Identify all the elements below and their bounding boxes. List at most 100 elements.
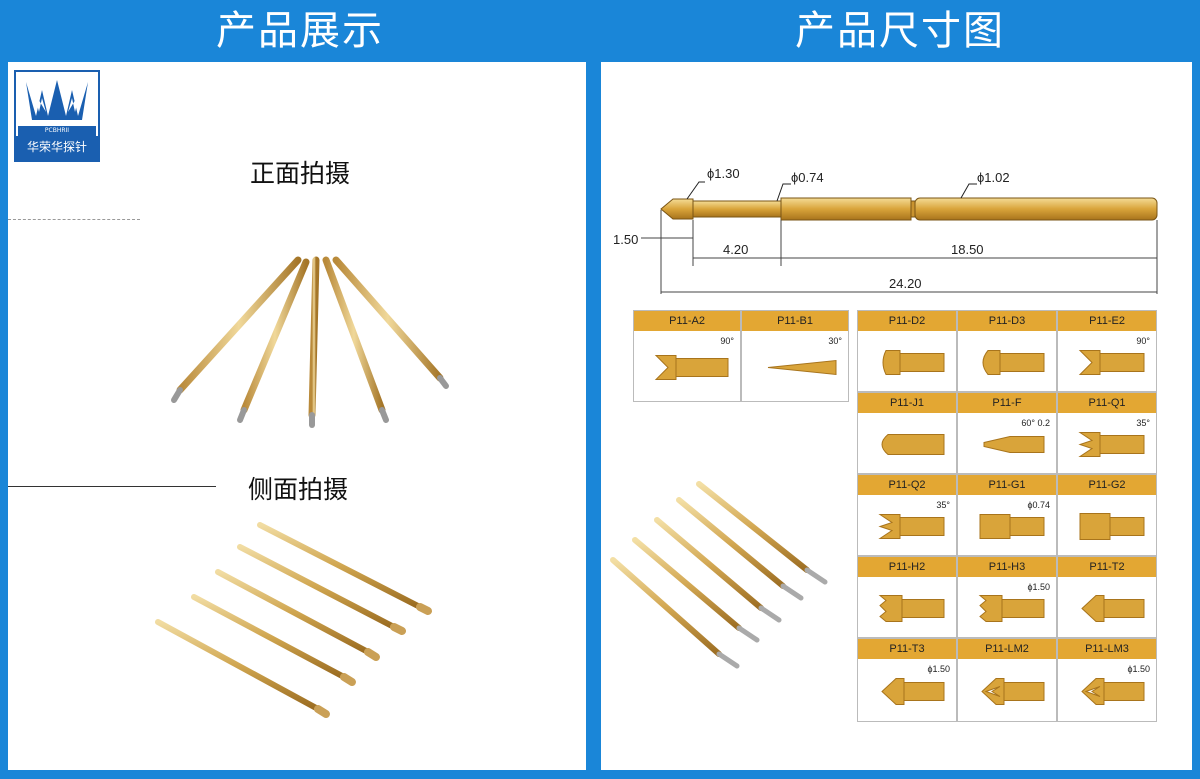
front-view-pins-image [171, 256, 449, 428]
tip-cell-p11-b1: P11-B1 30° [741, 310, 849, 402]
tip-cell-label: P11-F [958, 393, 1056, 413]
tip-shape-icon: ϕ1.50 [978, 582, 1050, 622]
tip-cell-p11-f: P11-F 60° 0.2 [957, 392, 1057, 474]
tip-cell-label: P11-A2 [634, 311, 740, 331]
tip-cell-label: P11-H2 [858, 557, 956, 577]
tip-cell-note: 60° 0.2 [1021, 418, 1050, 428]
tip-shape-drawing [858, 578, 956, 637]
tip-cell-p11-lm3: P11-LM3 ϕ1.50 [1057, 638, 1157, 722]
tip-shape-icon: 35° [878, 500, 950, 539]
tip-shape-drawing: 30° [742, 332, 848, 401]
tip-cell-p11-q1: P11-Q1 35° [1057, 392, 1157, 474]
logo-company-name: 华荣华探针 [16, 136, 98, 160]
tip-cell-p11-h2: P11-H2 [857, 556, 957, 638]
tip-shape-drawing: 35° [1058, 414, 1156, 473]
logo-band-text: PCBHRII [18, 126, 96, 136]
crown-logo-icon [26, 80, 88, 120]
tip-cell-label: P11-D3 [958, 311, 1056, 331]
tip-cell-label: P11-Q2 [858, 475, 956, 495]
tip-shape-icon: 90° [654, 336, 734, 380]
tip-cell-label: P11-H3 [958, 557, 1056, 577]
side-view-pins-image [155, 522, 432, 718]
tip-cell-note: 30° [828, 336, 842, 346]
total-length-label: 24.20 [889, 276, 922, 291]
tip-cell-note: ϕ1.50 [1027, 582, 1050, 592]
tip-shape-icon: 90° [1078, 336, 1150, 375]
tip-shape-icon [882, 350, 945, 375]
tip-shape-drawing: ϕ1.50 [958, 578, 1056, 637]
tip-cell-label: P11-LM2 [958, 639, 1056, 659]
tip-cell-p11-q2: P11-Q2 35° [857, 474, 957, 556]
tip-cell-note: ϕ0.74 [1027, 500, 1050, 510]
tip-cell-p11-d3: P11-D3 [957, 310, 1057, 392]
front-caption: 正面拍摄 [250, 159, 351, 188]
divider-line [8, 486, 216, 487]
tip-cell-label: P11-E2 [1058, 311, 1156, 331]
tip-cell-label: P11-G1 [958, 475, 1056, 495]
tip-shape-icon [981, 678, 1045, 705]
tip-shape-icon: ϕ1.50 [881, 664, 950, 705]
tip-cell-label: P11-J1 [858, 393, 956, 413]
tip-shape-icon [982, 350, 1045, 375]
tip-cell-note: ϕ1.50 [1127, 664, 1150, 674]
tip-cell-note: 90° [720, 336, 734, 346]
tip-cell-label: P11-D2 [858, 311, 956, 331]
tip-shape-icon [878, 595, 945, 622]
tip-cell-p11-t2: P11-T2 [1057, 556, 1157, 638]
tip-cell-p11-d2: P11-D2 [857, 310, 957, 392]
tip-shape-icon: 60° 0.2 [983, 418, 1050, 453]
tip-cell-p11-h3: P11-H3 ϕ1.50 [957, 556, 1057, 638]
tip-diameter-label: ϕ1.30 [707, 166, 740, 181]
tip-length-label: 1.50 [613, 232, 638, 247]
product-dimension-panel: ϕ1.30 ϕ0.74 ϕ1.02 1.50 4.20 18.50 24.20 … [601, 62, 1192, 770]
tip-shape-icon [881, 434, 945, 455]
tip-cell-label: P11-T2 [1058, 557, 1156, 577]
tip-shape-icon [1081, 595, 1145, 622]
tip-cell-label: P11-G2 [1058, 475, 1156, 495]
tip-cell-p11-g2: P11-G2 [1057, 474, 1157, 556]
tip-shape-icon: 30° [767, 336, 842, 376]
tip-shape-drawing [858, 414, 956, 473]
tip-cell-note: ϕ1.50 [927, 664, 950, 674]
tip-shape-drawing: 35° [858, 496, 956, 555]
tip-cell-label: P11-Q1 [1058, 393, 1156, 413]
barrel-length-label: 18.50 [951, 242, 984, 257]
tip-shape-drawing: 90° [634, 332, 740, 401]
tip-cell-p11-e2: P11-E2 90° [1057, 310, 1157, 392]
tip-cell-p11-g1: P11-G1 ϕ0.74 [957, 474, 1057, 556]
pins-product-image [610, 481, 828, 669]
tip-cell-label: P11-LM3 [1058, 639, 1156, 659]
tip-shape-drawing: 90° [1058, 332, 1156, 391]
left-header: 产品展示 [216, 8, 384, 54]
tip-cell-label: P11-B1 [742, 311, 848, 331]
neck-diameter-label: ϕ0.74 [791, 170, 824, 185]
dimension-drawing: ϕ1.30 ϕ0.74 ϕ1.02 1.50 4.20 18.50 24.20 [613, 166, 1158, 294]
tip-cell-note: 90° [1136, 336, 1150, 346]
tip-cell-p11-lm2: P11-LM2 [957, 638, 1057, 722]
side-caption: 侧面拍摄 [248, 475, 349, 504]
tip-cell-note: 35° [936, 500, 950, 510]
barrel-diameter-label: ϕ1.02 [977, 170, 1010, 185]
brand-logo: PCBHRII 华荣华探针 [14, 70, 100, 162]
tip-shape-drawing [1058, 578, 1156, 637]
tip-shape-drawing: ϕ0.74 [958, 496, 1056, 555]
tip-cell-p11-a2: P11-A2 90° [633, 310, 741, 402]
tip-shape-drawing [1058, 496, 1156, 555]
product-display-panel: PCBHRII 华荣华探针 正面拍摄 侧面拍摄 [8, 62, 586, 770]
tip-shape-drawing [958, 660, 1056, 721]
tip-shape-drawing [858, 332, 956, 391]
right-header: 产品尺寸图 [795, 8, 1005, 54]
tip-shape-icon: ϕ0.74 [979, 500, 1050, 539]
plunger-length-label: 4.20 [723, 242, 748, 257]
tip-cell-p11-j1: P11-J1 [857, 392, 957, 474]
tip-shape-icon: 35° [1078, 418, 1150, 457]
tip-shape-drawing: ϕ1.50 [1058, 660, 1156, 721]
tip-cell-note: 35° [1136, 418, 1150, 428]
tip-shape-icon [1079, 513, 1145, 540]
tip-shape-drawing: 60° 0.2 [958, 414, 1056, 473]
tip-shape-icon: ϕ1.50 [1081, 664, 1150, 705]
tip-cell-label: P11-T3 [858, 639, 956, 659]
divider-dotted [8, 219, 140, 220]
tip-shape-drawing: ϕ1.50 [858, 660, 956, 721]
tip-shape-drawing [958, 332, 1056, 391]
